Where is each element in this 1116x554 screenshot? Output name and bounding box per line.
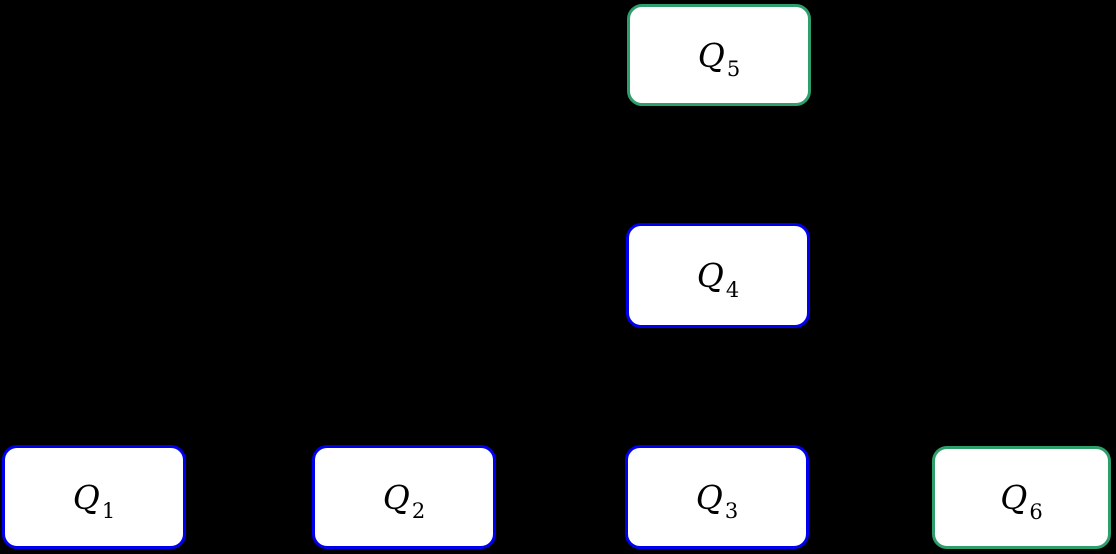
node-q5-label: Q5 — [697, 35, 742, 82]
node-q3: Q3 — [625, 445, 809, 549]
node-q6-label: Q6 — [1000, 478, 1044, 524]
node-q4-label: Q4 — [696, 256, 741, 302]
node-q1-label: Q1 — [72, 477, 117, 524]
node-q5: Q5 — [627, 4, 811, 106]
node-q2: Q2 — [312, 445, 496, 549]
node-q3-label: Q3 — [695, 477, 740, 524]
node-q1: Q1 — [2, 445, 186, 549]
node-q4: Q4 — [626, 223, 810, 328]
node-q2-label: Q2 — [382, 477, 427, 524]
node-q6: Q6 — [932, 446, 1111, 549]
